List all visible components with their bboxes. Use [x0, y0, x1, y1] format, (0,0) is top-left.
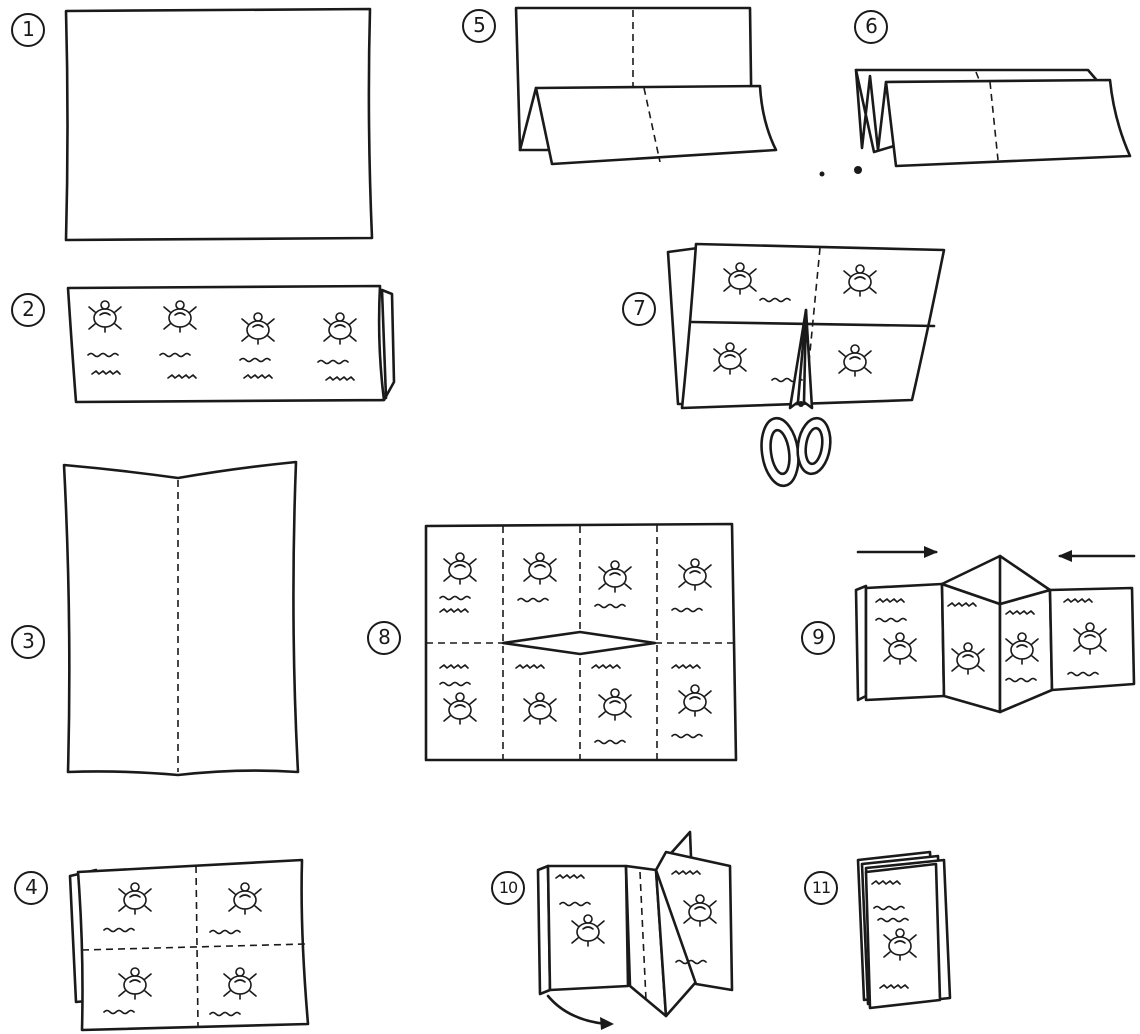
step-number-10: 10	[491, 871, 525, 905]
step-number-6: 6	[854, 10, 888, 44]
step-2-strip	[68, 286, 394, 402]
step-number-2: 2	[11, 293, 45, 327]
step-1-sheet	[66, 9, 372, 240]
step-number-3: 3	[11, 625, 45, 659]
step-number-11: 11	[804, 871, 838, 905]
step-number-1: 1	[11, 13, 45, 47]
step-number-4: 4	[14, 871, 48, 905]
step-6-zigzag	[820, 70, 1131, 177]
arrow-icon-right	[858, 546, 938, 558]
step-8-open-sheet	[426, 524, 736, 760]
step-number-7: 7	[622, 292, 656, 326]
arrow-icon-left	[1058, 550, 1134, 562]
step-4-folded	[70, 860, 308, 1030]
step-5-tent	[516, 8, 776, 164]
step-number-5: 5	[462, 9, 496, 43]
step-10-fold-book	[538, 832, 732, 1030]
step-11-booklet	[858, 852, 950, 1008]
step-number-8: 8	[367, 621, 401, 655]
step-3-sheet	[64, 462, 298, 775]
step-9-push	[856, 556, 1134, 712]
step-number-9: 9	[801, 621, 835, 655]
